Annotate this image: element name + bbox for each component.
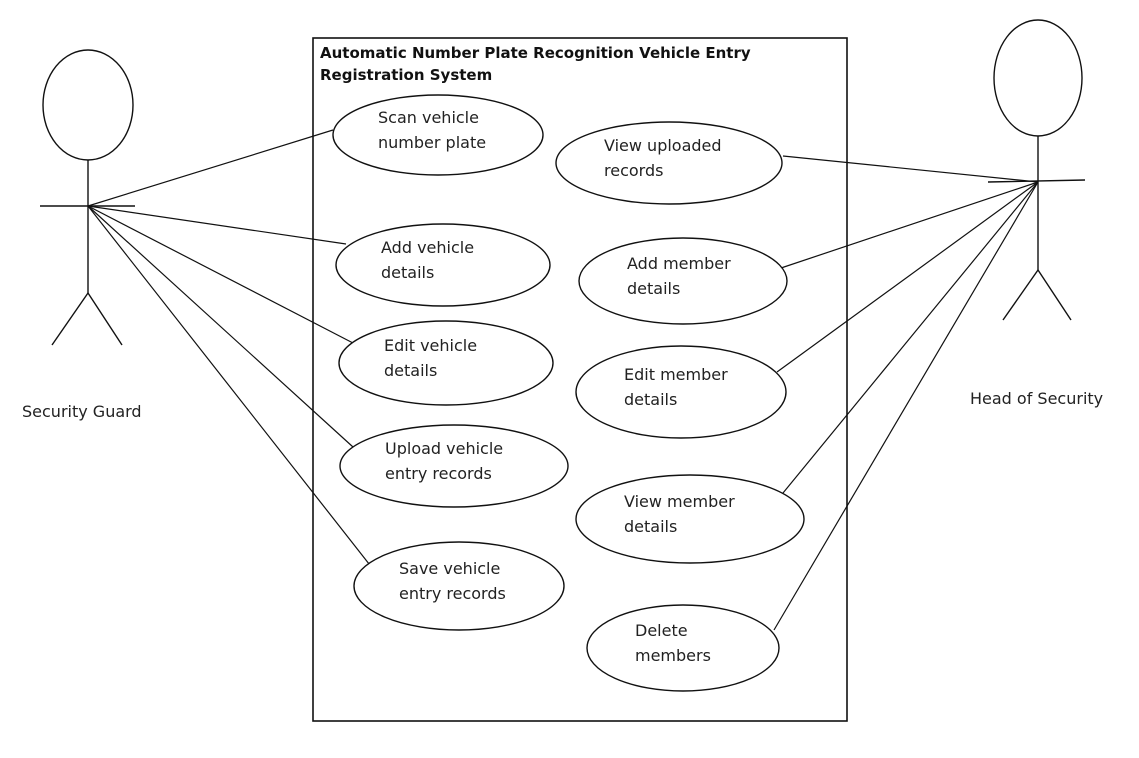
use-case-ellipse (578, 237, 788, 325)
association-line (776, 181, 1039, 373)
system-boundary (312, 37, 848, 722)
use-case-label: details (627, 279, 680, 298)
use-case-label: Delete (635, 621, 688, 640)
association-line (780, 181, 1039, 269)
use-case-label: entry records (385, 464, 492, 483)
system-title-line-2: Registration System (320, 66, 492, 84)
use-case-ellipse (575, 474, 805, 564)
use-case: Save vehicle entry records (353, 541, 565, 631)
association-line (773, 181, 1039, 631)
use-case-label: Upload vehicle (385, 439, 503, 458)
actor-security-guard: Security Guard (22, 49, 142, 421)
use-case-ellipse (335, 223, 551, 307)
actor-head (993, 19, 1083, 137)
use-case-ellipse (555, 121, 783, 205)
actor-right-leg (1037, 269, 1072, 321)
use-case-ellipse (586, 604, 780, 692)
use-case-label: Save vehicle (399, 559, 500, 578)
actor-name-head-of-security: Head of Security (970, 389, 1103, 408)
use-case-label: details (624, 517, 677, 536)
use-case: Delete members (586, 604, 780, 692)
use-case: Edit vehicle details (338, 320, 554, 406)
use-case-label: View uploaded (604, 136, 722, 155)
use-case-label: Edit member (624, 365, 728, 384)
use-case-label: View member (624, 492, 735, 511)
use-case: View uploaded records (555, 121, 783, 205)
use-case: Add vehicle details (335, 223, 551, 307)
use-case-ellipse (338, 320, 554, 406)
actor-name-security-guard: Security Guard (22, 402, 142, 421)
use-case-label: Scan vehicle (378, 108, 479, 127)
use-case: Scan vehicle number plate (332, 94, 544, 176)
actor-left-leg (51, 292, 89, 346)
use-case-label: details (384, 361, 437, 380)
system-title-line-1: Automatic Number Plate Recognition Vehic… (320, 44, 751, 62)
association-line (782, 155, 1039, 183)
use-case-label: number plate (378, 133, 486, 152)
use-case-label: details (624, 390, 677, 409)
association-line (87, 129, 334, 207)
use-case-ellipse (353, 541, 565, 631)
actor-head-of-security: Head of Security (970, 19, 1103, 408)
use-case-label: records (604, 161, 663, 180)
use-case-label: Add vehicle (381, 238, 474, 257)
actor-head (42, 49, 134, 161)
use-case-label: entry records (399, 584, 506, 603)
use-case-label: details (381, 263, 434, 282)
use-case-label: members (635, 646, 711, 665)
use-case: Upload vehicle entry records (339, 424, 569, 508)
use-case-label: Add member (627, 254, 731, 273)
association-line (87, 205, 354, 344)
use-case-ellipse (332, 94, 544, 176)
association-line (87, 205, 374, 570)
use-case-ellipse (575, 345, 787, 439)
association-line (782, 181, 1039, 494)
association-line (87, 205, 347, 245)
actor-left-leg (1002, 269, 1039, 321)
use-case: Add member details (578, 237, 788, 325)
association-lines (87, 129, 1039, 631)
use-case-label: Edit vehicle (384, 336, 477, 355)
use-case-ellipse (339, 424, 569, 508)
actor-arms (987, 179, 1086, 183)
association-line (87, 205, 354, 448)
use-case: View member details (575, 474, 805, 564)
use-case: Edit member details (575, 345, 787, 439)
actor-right-leg (87, 292, 123, 346)
